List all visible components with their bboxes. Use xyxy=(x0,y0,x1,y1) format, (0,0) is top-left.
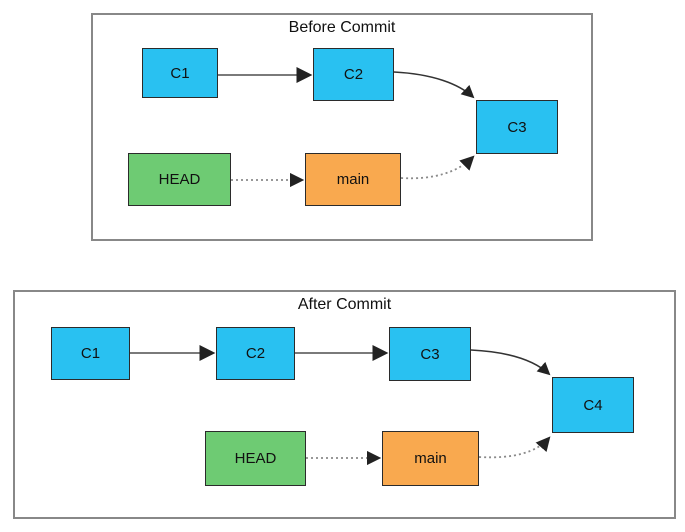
node-label: main xyxy=(336,171,370,188)
panel-title-before: Before Commit xyxy=(288,19,396,36)
node-label: C2 xyxy=(343,66,364,83)
node-label: C3 xyxy=(420,345,440,363)
node-after-head: HEAD xyxy=(205,431,306,486)
node-before-c2: C2 xyxy=(313,48,394,101)
node-after-c1: C1 xyxy=(51,327,130,380)
node-after-c3: C3 xyxy=(389,327,471,381)
node-label: C1 xyxy=(170,64,190,82)
node-after-c4: C4 xyxy=(552,377,634,433)
node-label: C4 xyxy=(583,396,603,414)
panel-title-after: After Commit xyxy=(297,296,392,313)
node-label: C3 xyxy=(507,118,527,136)
node-after-c2: C2 xyxy=(216,327,295,380)
node-before-main: main xyxy=(305,153,401,206)
node-label: main xyxy=(414,450,447,467)
node-label: HEAD xyxy=(158,171,201,188)
node-label: C2 xyxy=(245,345,266,362)
node-label: HEAD xyxy=(234,450,277,467)
node-before-c1: C1 xyxy=(142,48,218,98)
node-after-main: main xyxy=(382,431,479,486)
node-label: C1 xyxy=(80,345,101,362)
node-before-c3: C3 xyxy=(476,100,558,154)
node-before-head: HEAD xyxy=(128,153,231,206)
